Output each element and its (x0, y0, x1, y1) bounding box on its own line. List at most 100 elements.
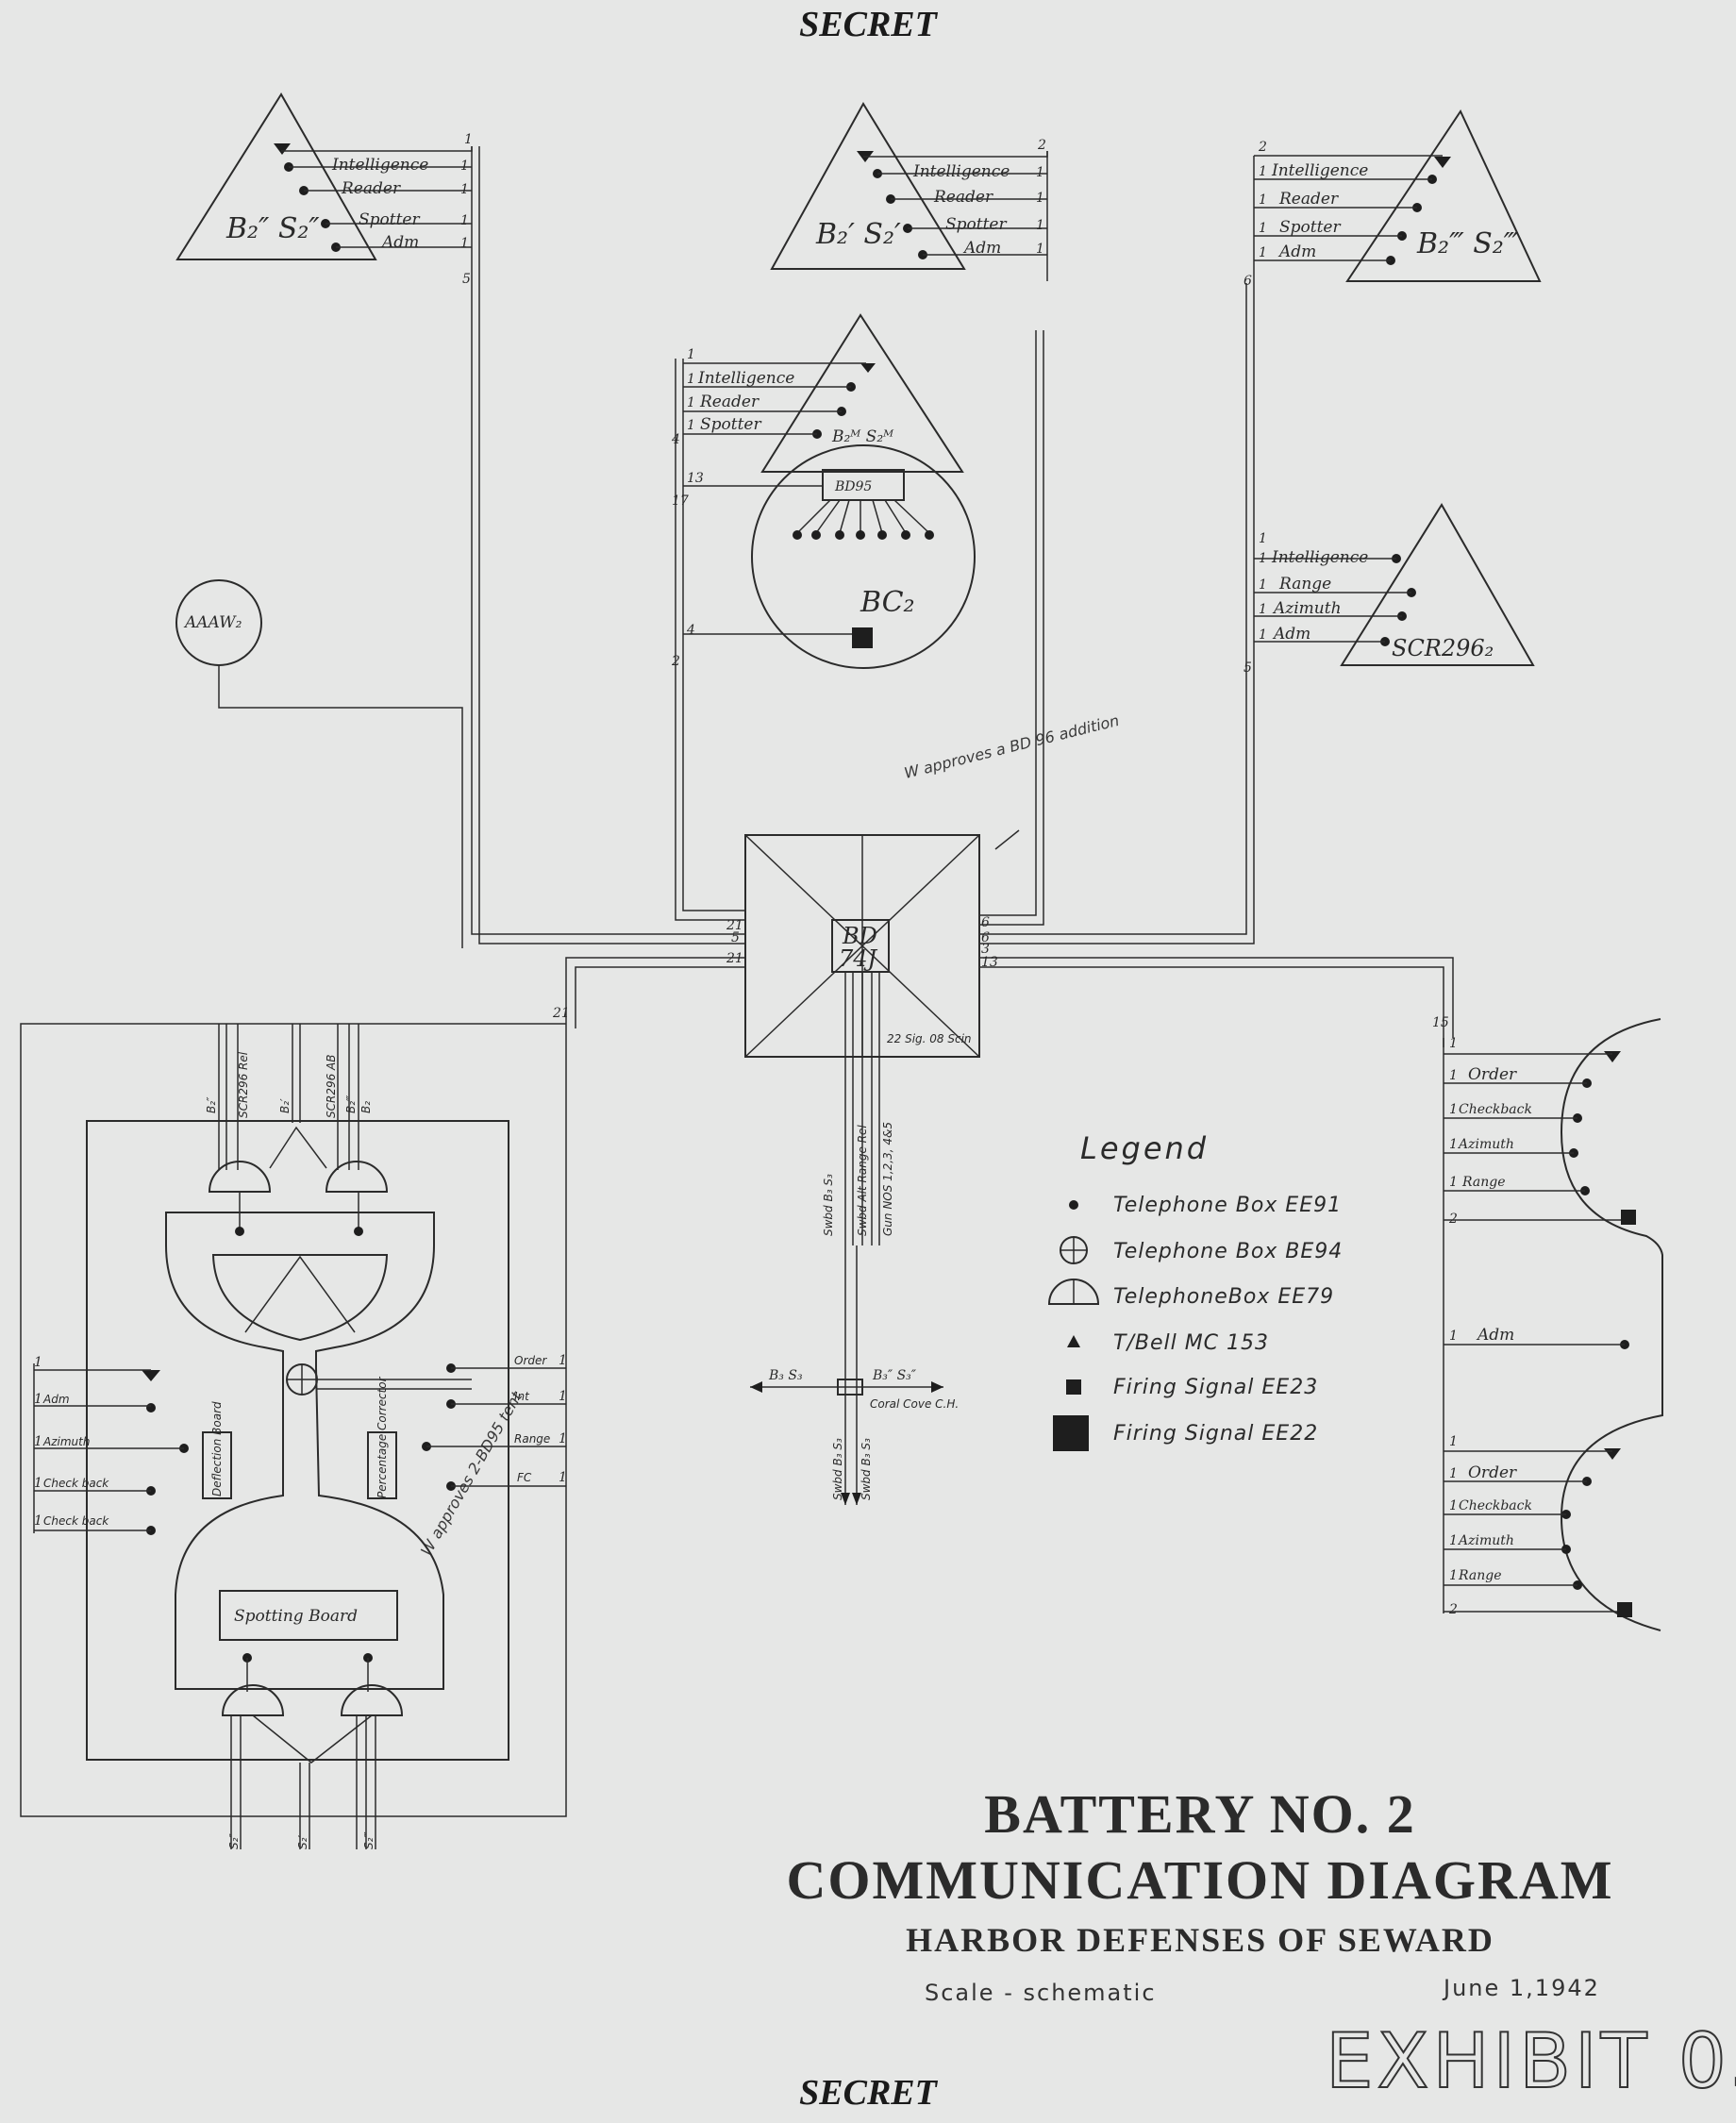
line-number: 13 (687, 471, 704, 486)
line-label: Spotter (1279, 218, 1341, 237)
line-label: Reader (933, 188, 993, 207)
plotting-arm (211, 1254, 389, 1342)
trunk-number: 6 (981, 930, 990, 945)
line-number: 1 (34, 1392, 42, 1407)
line-label: Azimuth (42, 1435, 90, 1448)
secret-marking-top: SECRET (799, 5, 939, 44)
trunk-count: 5 (1244, 660, 1252, 676)
spotting-board-label: Spotting Board (234, 1607, 358, 1626)
drop-label: S₂″ (227, 1833, 241, 1849)
scale-note: Scale - schematic (925, 1980, 1157, 2006)
bc-triangle-icon (760, 313, 964, 473)
line-number: 1 (559, 1389, 567, 1404)
firing-signal-icon (852, 627, 873, 648)
trunk-number: 15 (1432, 1015, 1449, 1030)
trunk-number: 6 (981, 915, 990, 930)
drop-label: S₂′ (296, 1835, 309, 1849)
station-triangle-icon (1340, 503, 1535, 666)
plotting-board-outline (165, 1212, 444, 1690)
line-label: Spotter (945, 215, 1007, 234)
bd95-fan (796, 499, 930, 534)
large-square-icon (1053, 1415, 1089, 1451)
title-block: BATTERY NO. 2 COMMUNICATION DIAGRAM HARB… (786, 1783, 1736, 2106)
line-number: 2 (1448, 1602, 1458, 1617)
line-label: Adm (1277, 242, 1316, 261)
line-label: Range (1461, 1175, 1505, 1190)
coral-cove-box (837, 1379, 863, 1396)
line-number: 1 (34, 1476, 42, 1491)
bc-sub-label: B₂ᴹ S₂ᴹ (831, 427, 894, 446)
drop-label: Swbd B₃ S₃ (822, 1174, 835, 1236)
line-label: Intelligence (1271, 161, 1368, 180)
legend-title: Legend (1080, 1130, 1209, 1166)
line-label: Reader (341, 179, 401, 198)
legend-item-label: Telephone Box BE94 (1113, 1240, 1343, 1263)
line-number: 1 (1449, 1329, 1458, 1344)
bc-circle (751, 444, 976, 669)
line-label: Intelligence (697, 369, 794, 388)
bd95-box (822, 469, 905, 501)
line-number: 17 (672, 493, 689, 509)
trunk-number: 21 (726, 951, 743, 966)
switchboard-note: 22 Sig. 08 Scin (887, 1032, 972, 1045)
line-number: 1 (1449, 1568, 1458, 1583)
annotation-arrow-icon (994, 829, 1020, 850)
deflection-board-label: Deflection Board (210, 1401, 224, 1496)
line-label: Order (1468, 1065, 1517, 1084)
spotting-board (219, 1590, 398, 1641)
annotation-bd96: W approves a BD 96 addition (902, 711, 1121, 782)
trunk-cables (471, 146, 1454, 1047)
gun-emplacement-outline (1560, 1018, 1663, 1631)
bell-icon (274, 143, 291, 155)
line-number: 1 (1449, 1466, 1458, 1481)
line-number: 1 (559, 1353, 567, 1368)
legend-item-label: TelephoneBox EE79 (1113, 1285, 1334, 1309)
exhibit-stamp: EXHIBIT 03 (1326, 2017, 1736, 2105)
half-circle-icon (221, 1684, 285, 1716)
trunk-number: 21 (552, 1006, 570, 1021)
line-number: 1 (1259, 627, 1267, 643)
line-label: Azimuth (1457, 1533, 1514, 1548)
drop-label: SCR296 AB (325, 1055, 338, 1119)
line-label: Adm (380, 233, 419, 252)
cove-right-label: B₃″ S₃″ (872, 1368, 917, 1383)
half-circle-icon (1047, 1279, 1100, 1305)
trunk-count: 6 (1244, 274, 1252, 289)
line-label: Order (514, 1354, 547, 1367)
half-circle-icon (325, 1161, 389, 1193)
switchboard-label-2: 74J (839, 945, 878, 972)
line-number: 1 (460, 213, 469, 228)
trunk-number: 5 (731, 930, 740, 945)
line-label: Int (514, 1390, 530, 1403)
line-label: Azimuth (1272, 599, 1342, 618)
line-label: Check back (43, 1514, 109, 1528)
switchboard-label-1: BD (842, 923, 877, 949)
line-number: 1 (460, 182, 469, 197)
gun-positions: 15 1 1 Order 1 Checkback 1 Azimuth 1 Ran… (1432, 1015, 1663, 1631)
line-number: 4 (686, 623, 695, 638)
line-number: 1 (1449, 1533, 1458, 1548)
legend-item-label: Firing Signal EE23 (1113, 1376, 1318, 1399)
legend-item-label: T/Bell MC 153 (1113, 1331, 1269, 1355)
station-b2-triple-prime: 2 1 1 1 1 Intelligence Reader Spotter Ad… (1244, 109, 1542, 289)
line-label: Adm (42, 1393, 70, 1406)
line-number: 1 (1259, 577, 1267, 593)
line-count: 1 (464, 132, 473, 147)
legend-item-label: Firing Signal EE22 (1113, 1422, 1318, 1446)
trunk-number: 21 (726, 918, 743, 933)
drop-label: S₂‴ (362, 1831, 376, 1849)
line-number: 1 (460, 159, 469, 174)
line-count: 2 (1037, 138, 1046, 153)
line-label: Check back (43, 1477, 109, 1490)
title-line-2: COMMUNICATION DIAGRAM (786, 1849, 1613, 1911)
line-number: 1 (687, 372, 695, 387)
drop-label: Swbd B₃ S₃ (860, 1438, 873, 1500)
station-aaaw2: AAAW₂ (175, 579, 463, 948)
bell-icon (1434, 157, 1451, 168)
aaaw-label: AAAW₂ (183, 613, 242, 632)
plotting-room-frame (86, 1120, 509, 1761)
line-count: 1 (1259, 531, 1267, 546)
legend: Legend Telephone Box EE91 Telephone Box … (1047, 1130, 1343, 1451)
trunk-number: 3 (981, 942, 990, 957)
